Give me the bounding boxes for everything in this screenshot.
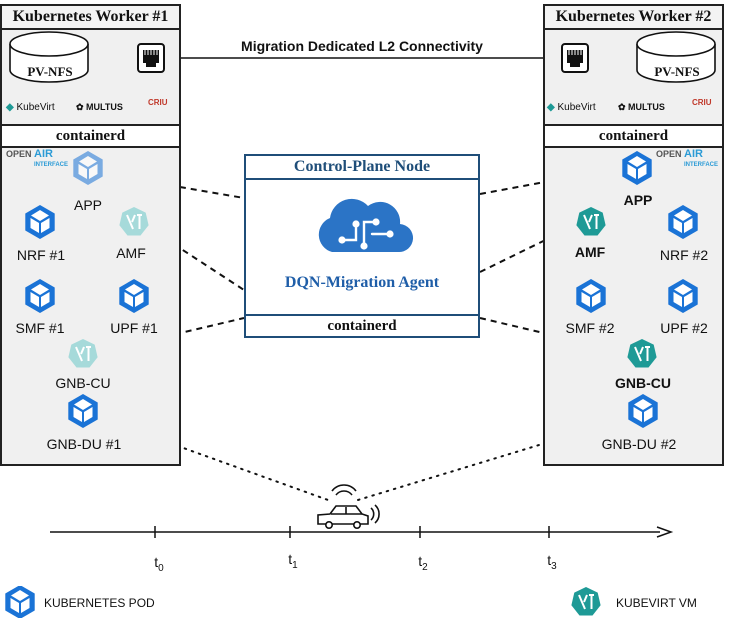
kubernetes-pod-icon [25,205,55,239]
timeline-label-t2: t2 [418,553,428,573]
node-label-nrf: NRF #1 [16,247,66,263]
radio-link-du1 [99,417,329,501]
criu-logo: CRIU [148,98,168,107]
worker-runtime: containerd [545,124,722,148]
worker-node-1: Kubernetes Worker #1 containerd [0,4,181,466]
legend-vm-label: KUBEVIRT VM [616,596,697,610]
car-icon [317,484,380,529]
node-label-gnb-du: GNB-DU #1 [46,436,122,452]
l2-link-label: Migration Dedicated L2 Connectivity [241,38,483,54]
kubernetes-pod-icon [622,151,652,185]
kubernetes-pod-icon [628,394,658,428]
node-label-smf: SMF #1 [15,320,65,336]
kubernetes-pod-icon [576,279,606,313]
node-label-gnb-du: GNB-DU #2 [601,436,677,452]
kubernetes-pod-icon [668,279,698,313]
control-plane-node: Control-Plane Node DQN-Migration Agent c… [244,154,480,338]
node-label-amf: AMF [116,245,146,261]
timeline-label-t0: t0 [154,554,164,574]
legend-pod-label: KUBERNETES POD [44,596,155,610]
ai-brain-cloud-icon [318,198,414,253]
worker-title: Kubernetes Worker #1 [2,6,179,30]
node-label-amf: AMF [574,244,606,260]
storage-label: PV-NFS [27,64,73,79]
node-label-upf: UPF #1 [110,320,158,336]
kubernetes-pod-icon [73,151,103,185]
kubernetes-pod-icon [119,279,149,313]
kubernetes-pod-icon [25,279,55,313]
worker-title: Kubernetes Worker #2 [545,6,722,30]
node-label-app: APP [623,192,653,208]
kubevirt-logo: ◆ KubeVirt [547,102,596,113]
kubernetes-pod-icon [68,394,98,428]
storage-cylinder-icon [9,31,89,83]
dqn-agent-label: DQN-Migration Agent [284,274,440,291]
ethernet-port-icon [561,43,589,73]
node-label-nrf: NRF #2 [659,247,709,263]
ethernet-port-icon [137,43,165,73]
connector-amf-1 [145,225,245,291]
legend-pod-icon [5,586,35,618]
radio-link-du2 [357,417,629,501]
storage-label: PV-NFS [654,64,700,79]
timeline-label-t1: t1 [288,551,298,571]
node-label-upf: UPF #2 [660,320,708,336]
node-label-gnb-cu: GNB-CU [55,375,111,391]
openair-logo: OPEN AIR INTERFACE [6,148,69,169]
node-label-app: APP [73,197,103,213]
storage-cylinder-icon [636,31,716,83]
node-label-gnb-cu: GNB-CU [615,375,671,391]
multus-logo: ✿ MULTUS [76,102,123,112]
node-label-smf: SMF #2 [565,320,615,336]
multus-logo: ✿ MULTUS [618,102,665,112]
openair-logo: OPEN AIR INTERFACE [656,148,719,169]
kubevirt-vm-icon [67,338,99,369]
timeline-label-t3: t3 [547,552,557,572]
worker-runtime: containerd [2,124,179,148]
kubevirt-vm-icon [575,206,607,237]
legend-vm-icon [570,586,602,617]
kubevirt-vm-icon [118,206,150,237]
control-plane-runtime: containerd [246,314,478,336]
kubevirt-vm-icon [626,338,658,369]
kubernetes-pod-icon [668,205,698,239]
control-plane-title: Control-Plane Node [246,156,478,180]
criu-logo: CRIU [692,98,712,107]
timeline-arrow [656,526,674,538]
kubevirt-logo: ◆ KubeVirt [6,102,55,113]
